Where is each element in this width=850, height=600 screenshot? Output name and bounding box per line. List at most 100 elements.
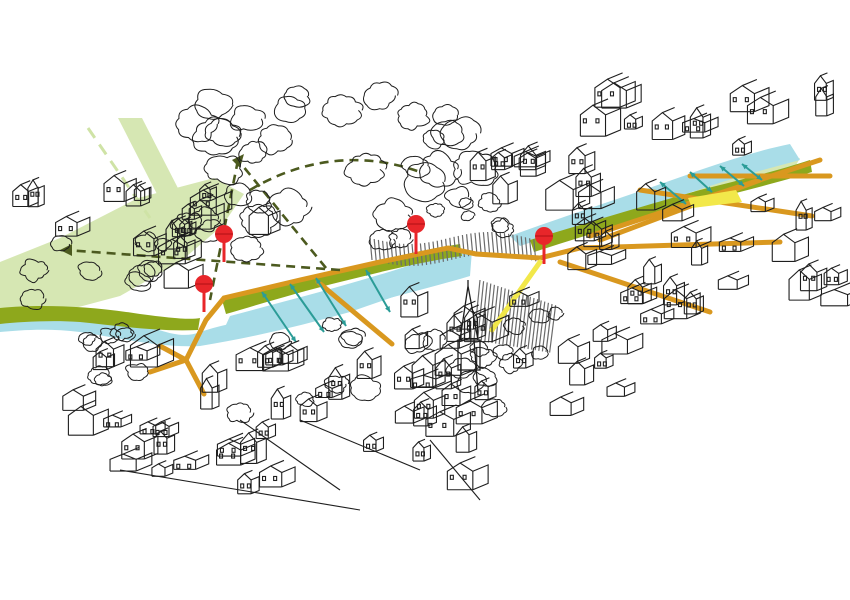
- building-sketch: [601, 76, 642, 109]
- building-sketch: [201, 360, 228, 393]
- double-arrow-icon: [741, 163, 763, 181]
- building-sketch: [575, 164, 601, 198]
- building-sketch: [62, 384, 97, 411]
- building-sketch: [425, 404, 471, 437]
- area-yellow-east: [688, 190, 742, 208]
- double-arrow-icon: [261, 291, 297, 343]
- green-corridor-central: [222, 244, 462, 314]
- tree-canopy: [460, 210, 476, 222]
- building-sketch: [121, 427, 159, 460]
- hatch-line: [491, 285, 499, 344]
- hatch-line: [512, 234, 516, 257]
- building-sketch: [815, 85, 834, 117]
- church-spire: [457, 280, 481, 393]
- hatch-line: [541, 302, 549, 352]
- building-sketch: [729, 79, 770, 113]
- building-sketch: [248, 201, 281, 235]
- building-sketch: [682, 112, 719, 133]
- tree-canopy: [269, 332, 293, 351]
- hatch-line: [513, 293, 521, 347]
- tree-canopy: [397, 101, 431, 131]
- building-sketch: [199, 181, 217, 202]
- hatch-line: [484, 283, 492, 342]
- tree-canopy: [128, 263, 156, 287]
- building-sketch: [594, 349, 614, 369]
- building-sketch: [662, 273, 685, 306]
- building-sketch: [771, 228, 810, 263]
- building-sketch: [813, 72, 834, 101]
- building-sketch: [623, 111, 643, 130]
- tree-canopy: [229, 105, 266, 131]
- building-sketch: [732, 135, 752, 156]
- tree-canopy: [481, 398, 508, 418]
- building-sketch: [640, 303, 675, 325]
- hatch-line: [487, 284, 495, 343]
- tree-canopy: [187, 206, 222, 233]
- tree-canopy: [238, 140, 268, 164]
- building-sketch: [579, 98, 622, 137]
- tree-canopy: [445, 357, 477, 379]
- building-sketch: [606, 378, 636, 397]
- route-east-connector: [597, 177, 763, 243]
- hatch-line: [482, 232, 486, 255]
- tree-canopy: [363, 81, 399, 111]
- building-sketch: [601, 326, 644, 355]
- hatch-line: [499, 232, 503, 255]
- double-arrow-icon: [689, 171, 713, 193]
- tree-canopy: [400, 155, 431, 179]
- hatch-line: [491, 231, 495, 255]
- tree-canopy: [82, 334, 103, 352]
- building-sketch: [718, 232, 755, 252]
- building-sketch: [400, 281, 429, 318]
- building-sketch: [412, 438, 432, 462]
- building-sketch: [569, 357, 595, 386]
- hatch-line: [549, 305, 557, 353]
- building-sketch: [509, 286, 540, 307]
- building-sketch: [474, 377, 497, 401]
- tree-canopy: [338, 330, 363, 349]
- tree-canopy: [169, 212, 203, 237]
- tree-canopy: [239, 203, 280, 238]
- building-sketch: [394, 401, 425, 424]
- tree-canopy: [547, 306, 565, 321]
- tree-canopy: [77, 261, 103, 281]
- double-arrow-icon: [365, 269, 391, 313]
- map-pin-icon: [535, 227, 553, 264]
- building-sketch: [363, 431, 385, 452]
- sightline-south: [208, 159, 240, 301]
- building-sketch: [411, 350, 446, 388]
- tree-canopy: [498, 352, 524, 375]
- tree-canopy: [191, 116, 241, 156]
- building-sketch: [571, 199, 593, 225]
- tree-canopy: [153, 237, 173, 252]
- tree-canopy: [283, 85, 311, 108]
- tree-canopy: [439, 116, 482, 151]
- tree-canopy: [368, 228, 398, 251]
- hatch-line: [473, 279, 481, 341]
- tree-canopy: [477, 192, 502, 213]
- hatch-line: [478, 232, 482, 255]
- tree-canopy: [321, 94, 364, 128]
- street-line: [239, 419, 341, 491]
- building-sketch: [643, 256, 663, 285]
- hatch-line: [373, 238, 377, 262]
- tree-canopy: [175, 104, 220, 143]
- tree-canopy: [223, 182, 253, 207]
- building-sketch: [188, 193, 225, 230]
- building-sketch: [568, 143, 596, 175]
- building-sketch: [125, 340, 161, 361]
- building-sketch: [103, 169, 137, 203]
- tree-canopy: [321, 317, 343, 332]
- tree-canopy: [87, 365, 113, 386]
- tree-canopy: [194, 88, 234, 120]
- tree-canopy: [245, 189, 272, 214]
- tree-canopy: [443, 185, 472, 209]
- tree-canopy: [340, 327, 366, 347]
- building-sketch: [490, 142, 525, 167]
- tree-canopy: [230, 235, 265, 263]
- building-sketch: [200, 375, 220, 410]
- building-sketch: [492, 171, 518, 205]
- tree-canopy: [458, 197, 474, 210]
- green-area-west: [0, 178, 244, 318]
